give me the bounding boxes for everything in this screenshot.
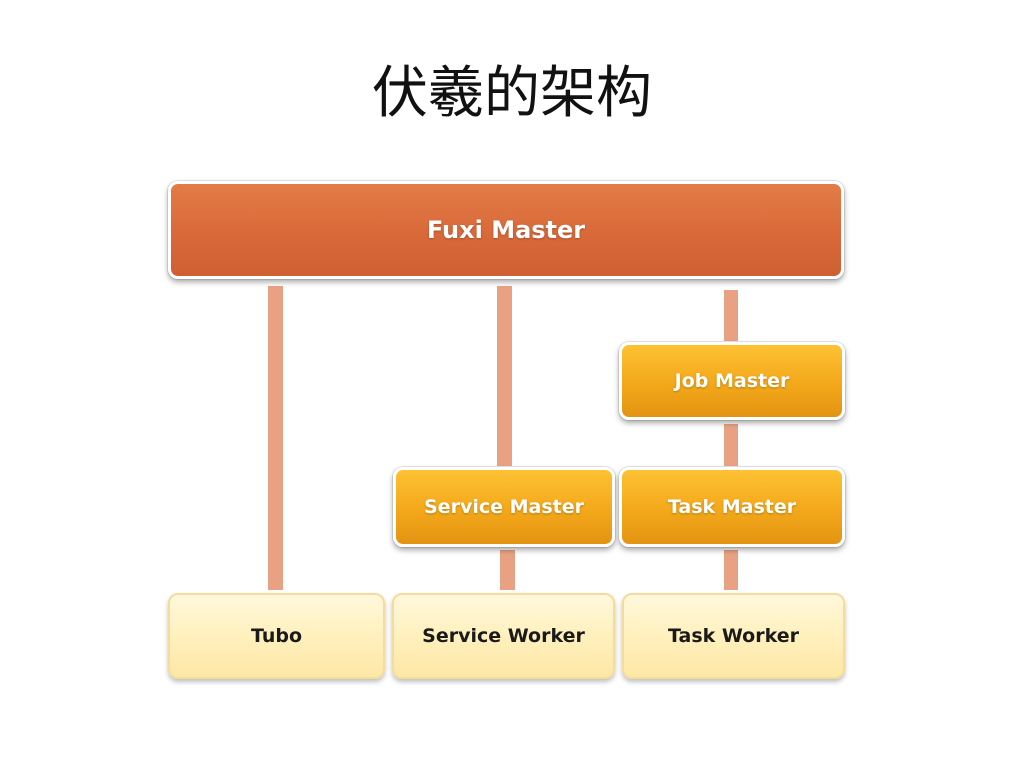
- connector-task-master-worker: [724, 550, 738, 590]
- service-worker-node: Service Worker: [392, 593, 615, 679]
- tubo-label: Tubo: [250, 625, 303, 647]
- connector-root-job-master: [724, 290, 738, 342]
- service-master-node: Service Master: [393, 467, 615, 547]
- fuxi-master-label: Fuxi Master: [426, 216, 586, 244]
- job-master-label: Job Master: [674, 370, 790, 392]
- service-worker-label: Service Worker: [422, 625, 585, 647]
- task-worker-label: Task Worker: [668, 625, 799, 647]
- connector-root-service-master: [497, 286, 512, 466]
- connector-job-task-master: [724, 424, 738, 466]
- connector-root-tubo: [268, 286, 283, 590]
- tubo-node: Tubo: [168, 593, 385, 679]
- job-master-node: Job Master: [619, 342, 845, 420]
- connector-service-master-worker: [500, 550, 515, 590]
- slide-title: 伏羲的架构: [372, 61, 652, 126]
- service-master-label: Service Master: [424, 496, 584, 518]
- task-master-label: Task Master: [667, 496, 797, 518]
- task-master-node: Task Master: [619, 467, 845, 547]
- task-worker-node: Task Worker: [622, 593, 845, 679]
- fuxi-master-node: Fuxi Master: [168, 181, 844, 279]
